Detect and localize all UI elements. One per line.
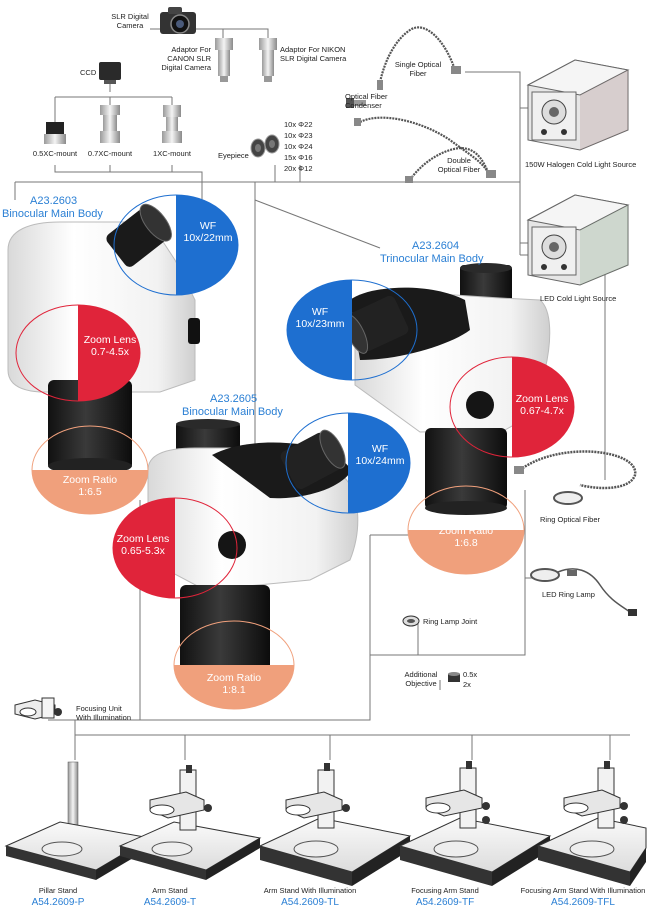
zoom-ratio-value: 1:6.5 <box>78 486 102 498</box>
focusing-unit-label: Focusing Unit With Illumination <box>76 704 132 722</box>
wf-value: 10x/23mm <box>295 318 345 330</box>
zoom-lens-value: 0.67-4.7x <box>520 405 564 417</box>
zoom-ratio-title: Zoom Ratio <box>206 672 262 684</box>
zoom-lens-value: 0.7-4.5x <box>91 346 129 358</box>
wf-title: WF <box>199 220 217 232</box>
zoom-lens-value: 0.65-5.3x <box>121 545 165 557</box>
nikon-adaptor-label: Adaptor For NIKON SLR Digital Camera <box>280 45 347 63</box>
body-2603-name: Binocular Main Body <box>2 208 103 220</box>
wf-bubble-2605: WF 10x/24mm <box>350 443 410 467</box>
eyepiece-spec: 20x Φ12 <box>284 164 313 173</box>
focusing-arm-stand-illumination-code: A54.2609-TFL <box>551 897 615 908</box>
zoom-ratio-bubble-2604: Zoom Ratio 1:6.8 <box>431 525 501 549</box>
trinocular-body-2604-graphic <box>344 263 551 515</box>
c-mount-05-label: 0.5XC-mount <box>32 149 78 158</box>
zoom-ratio-title: Zoom Ratio <box>438 525 494 537</box>
binocular-body-2605-graphic <box>147 419 359 675</box>
eyepiece-label: Eyepiece <box>218 151 249 160</box>
zoom-ratio-value: 1:6.8 <box>454 537 478 549</box>
body-2603-code: A23.2603 <box>30 195 78 207</box>
focusing-arm-stand-icon <box>398 761 552 886</box>
zoom-lens-bubble-2604: Zoom Lens 0.67-4.7x <box>512 393 572 417</box>
body-2605-name: Binocular Main Body <box>182 406 283 418</box>
focusing-unit-icon <box>14 697 62 720</box>
double-fiber-icon <box>354 116 496 183</box>
binocular-body-2603-graphic <box>7 203 200 474</box>
connector-lines <box>14 28 630 760</box>
canon-adaptor-label: Adaptor For CANON SLR Digital Camera <box>161 45 211 72</box>
led-light-source-icon <box>526 194 630 286</box>
wf-bubble-2603: WF 10x/22mm <box>178 220 238 244</box>
canon-adaptor-icon <box>215 38 233 82</box>
c-mount-1-icon <box>162 105 182 143</box>
led-ring-lamp-label: LED Ring Lamp <box>542 590 595 599</box>
wf-bubble-2604: WF 10x/23mm <box>288 306 352 330</box>
arm-stand-illumination-label: Arm Stand With Illumination <box>263 886 357 895</box>
led-source-label: LED Cold Light Source <box>540 294 617 303</box>
eyepiece-spec: 10x Φ24 <box>284 142 313 151</box>
zoom-lens-title: Zoom Lens <box>116 533 170 545</box>
zoom-ratio-title: Zoom Ratio <box>62 474 118 486</box>
pillar-stand-icon <box>4 761 152 880</box>
wf-title: WF <box>371 443 389 455</box>
zoom-ratio-value: 1:8.1 <box>222 684 246 696</box>
halogen-source-label: 150W Halogen Cold Light Source <box>525 160 637 169</box>
spec-bubbles <box>15 194 575 710</box>
halogen-light-source-icon <box>526 59 630 151</box>
additional-objective-label: Additional Objective <box>404 670 438 688</box>
led-ring-lamp-icon <box>530 568 637 616</box>
ring-lamp-joint-icon <box>402 615 420 627</box>
eyepiece-icons <box>250 134 280 158</box>
zoom-lens-title: Zoom Lens <box>83 334 137 346</box>
zoom-lens-title: Zoom Lens <box>515 393 569 405</box>
ring-lamp-joint-label: Ring Lamp Joint <box>423 617 478 626</box>
arm-stand-icon <box>118 765 262 880</box>
c-mount-05-icon <box>44 122 66 144</box>
additional-objective-icon <box>448 672 460 682</box>
slr-camera-icon <box>160 7 196 34</box>
double-fiber-label: Double Optical Fiber <box>437 156 481 174</box>
body-2604-code: A23.2604 <box>412 240 460 252</box>
fiber-condenser-icon <box>346 98 366 108</box>
single-fiber-label: Single Optical Fiber <box>394 60 442 78</box>
c-mount-1-label: 1XC-mount <box>153 149 191 158</box>
eyepiece-spec: 15x Φ16 <box>284 153 313 162</box>
focusing-arm-stand-illumination-icon <box>536 761 647 886</box>
c-mount-07-label: 0.7XC-mount <box>87 149 133 158</box>
nikon-adaptor-icon <box>259 38 277 82</box>
objective-2-label: 2x <box>463 680 471 689</box>
eyepiece-spec-list: 10x Φ22 10x Φ23 10x Φ24 15x Φ16 20x Φ12 <box>284 120 313 175</box>
ccd-camera-icon <box>99 62 121 84</box>
eyepiece-spec: 10x Φ23 <box>284 131 313 140</box>
wf-value: 10x/22mm <box>183 232 233 244</box>
wf-title: WF <box>311 306 329 318</box>
ccd-label: CCD <box>80 68 97 77</box>
fiber-condenser-label: Optical Fiber Condenser <box>345 92 388 110</box>
focusing-arm-stand-illumination-label: Focusing Arm Stand With Illumination <box>520 886 646 895</box>
arm-stand-label: Arm Stand <box>152 886 188 895</box>
single-fiber-icon <box>377 26 461 90</box>
wf-value: 10x/24mm <box>355 455 405 467</box>
zoom-ratio-bubble-2605: Zoom Ratio 1:8.1 <box>199 672 269 696</box>
focusing-arm-stand-label: Focusing Arm Stand <box>411 886 479 895</box>
objective-05-label: 0.5x <box>463 670 478 679</box>
ring-fiber-label: Ring Optical Fiber <box>540 515 601 524</box>
c-mount-07-icon <box>100 105 120 143</box>
slr-camera-label: SLR Digital Camera <box>111 12 149 30</box>
zoom-lens-bubble-2605: Zoom Lens 0.65-5.3x <box>113 533 173 557</box>
zoom-lens-bubble-2603: Zoom Lens 0.7-4.5x <box>80 334 140 358</box>
focusing-arm-stand-code: A54.2609-TF <box>415 897 475 908</box>
ring-fiber-icon <box>514 450 637 505</box>
arm-stand-code: A54.2609-T <box>143 897 197 908</box>
pillar-stand-label: Pillar Stand <box>38 886 78 895</box>
body-2604-name: Trinocular Main Body <box>380 253 484 265</box>
pillar-stand-code: A54.2609-P <box>31 897 85 908</box>
zoom-ratio-bubble-2603: Zoom Ratio 1:6.5 <box>55 474 125 498</box>
arm-stand-illumination-code: A54.2609-TL <box>281 897 339 908</box>
eyepiece-spec: 10x Φ22 <box>284 120 313 129</box>
arm-stand-illumination-icon <box>258 763 412 886</box>
body-2605-code: A23.2605 <box>210 393 258 405</box>
